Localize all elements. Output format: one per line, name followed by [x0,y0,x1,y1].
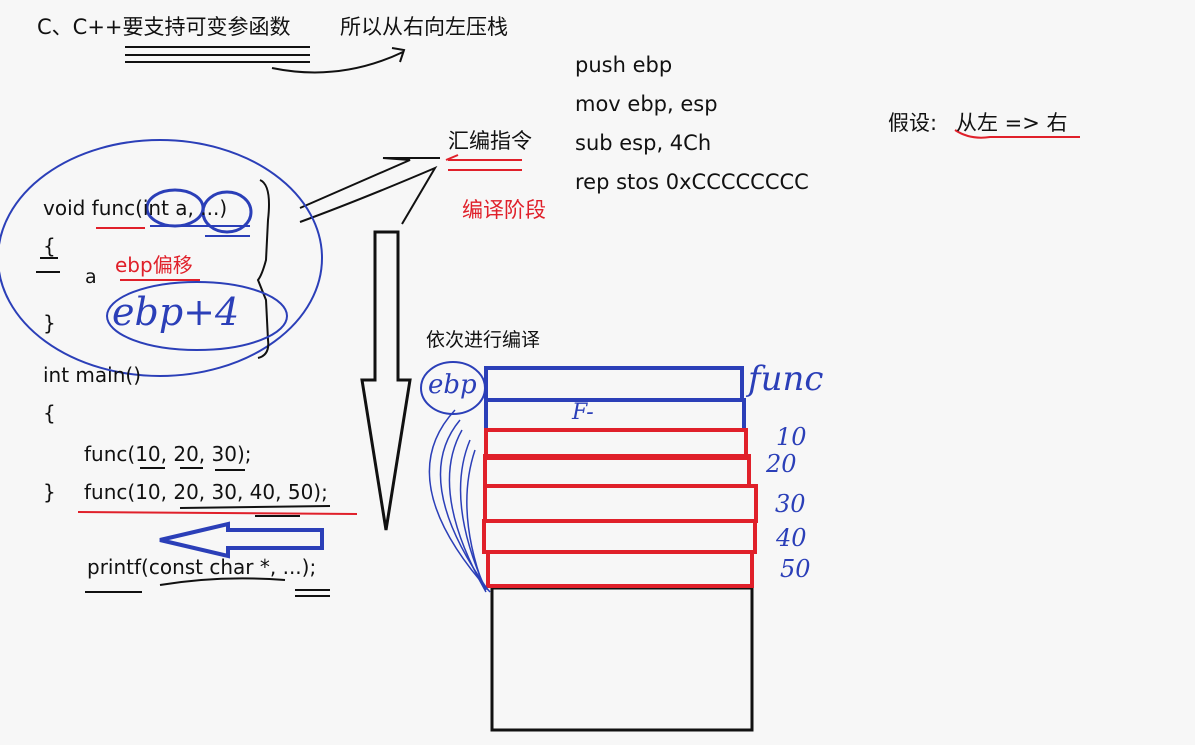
asm-line-1: push ebp [575,53,673,77]
printf-underline [85,577,330,597]
page-title: C、C++要支持可变参函数 [37,15,291,39]
page-subtitle: 所以从右向左压栈 [340,15,508,39]
assumption-value: 从左 => 右 [956,111,1068,135]
assumption-prefix: 假设: [888,111,938,135]
arg-value-40: 40 [776,524,807,552]
blue-left-arrow [159,521,324,559]
stack-curved-arrows [428,409,491,593]
asm-connector [299,157,440,225]
arg-value-50: 50 [780,555,811,583]
func-handwritten: func [748,359,824,399]
asm-label-arrow-stroke [445,154,459,161]
call2-black-underline [179,505,331,517]
func-signature: void func(int a, ...) [43,196,228,220]
ebp-circle [420,361,486,415]
black-curly-bracket [256,179,270,359]
stack-body [490,586,754,732]
assumption-underline [954,129,1080,139]
title-underline [125,46,310,63]
stack-arg-slot-30 [483,484,758,523]
compile-order-arrow [360,230,412,531]
main-close-brace: } [43,480,56,504]
func-blue-ellipse [0,139,323,377]
ebp-handwritten: ebp [428,370,477,400]
main-open-brace: { [43,401,56,425]
stack-arg-slot-40 [482,519,757,554]
printf-signature: printf(const char *, ...); [87,555,317,579]
func-open-brace: { [43,234,56,258]
compile-stage-label: 编译阶段 [462,198,546,222]
args-blue-underline [150,225,250,237]
asm-label-underline [448,159,522,171]
arg-value-20: 20 [766,450,797,478]
varargs-circle [201,190,253,234]
asm-line-3: sub esp, 4Ch [575,131,712,155]
ebp-plus-4-handwritten: ebp+4 [112,290,240,334]
stack-caption: 依次进行编译 [426,329,541,351]
stack-arg-slot-50 [486,550,754,588]
slot-handwritten: F- [572,400,594,425]
asm-line-2: mov ebp, esp [575,92,718,116]
open-brace-underline [36,257,60,273]
stack-frame-func [484,366,744,402]
ebp4-ellipse [106,281,288,351]
call1-underline [140,467,245,471]
call-func-5args: func(10, 20, 30, 40, 50); [84,480,328,504]
asm-label: 汇编指令 [448,129,532,153]
arg-value-10: 10 [776,423,807,451]
title-arrow [271,47,406,74]
call2-red-underline [77,511,358,515]
call-func-3args: func(10, 20, 30); [84,442,252,466]
main-signature: int main() [43,363,142,387]
asm-line-4: rep stos 0xCCCCCCCC [575,170,809,194]
stack-arg-slot-20 [483,454,751,488]
var-a: a [85,266,97,288]
stack-frame-ebp-slot [484,398,746,432]
stack-arg-slot-10 [484,428,748,460]
ebp-offset-label: ebp偏移 [115,253,193,277]
func-close-brace: } [43,311,56,335]
arg-value-30: 30 [775,490,806,518]
